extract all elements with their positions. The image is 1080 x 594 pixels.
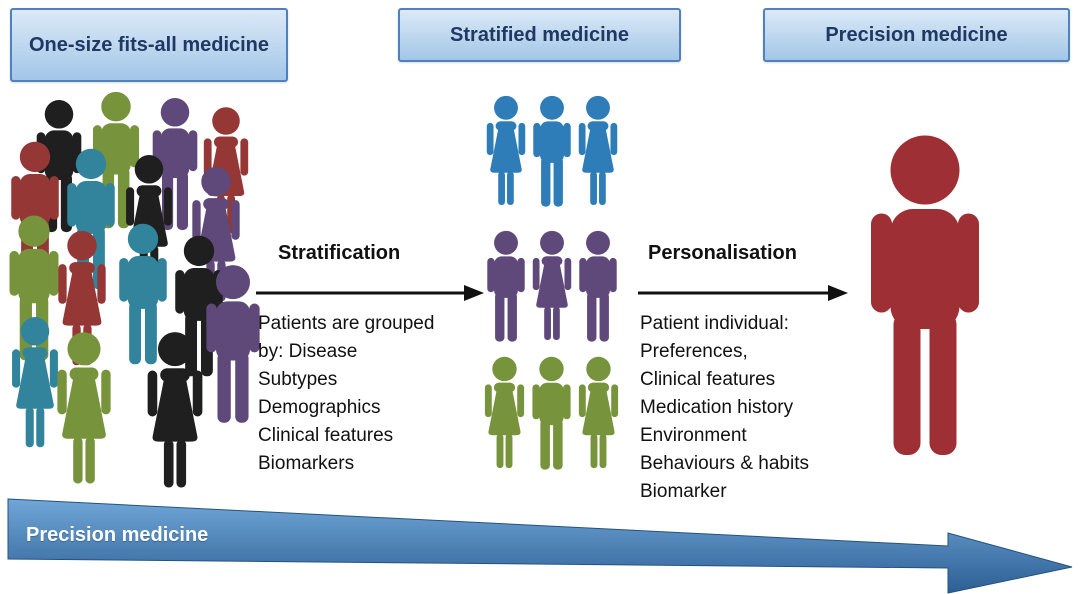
header-precision-medicine-label: Precision medicine bbox=[825, 23, 1008, 46]
text-line: Behaviours & habits bbox=[640, 453, 809, 474]
text-line: Medication history bbox=[640, 397, 794, 418]
person-icon-female bbox=[572, 92, 624, 212]
person-icon-male bbox=[525, 352, 578, 476]
header-stratified-medicine: Stratified medicine bbox=[398, 8, 681, 62]
header-one-size-fits-all-label: One-size fits-all medicine bbox=[28, 33, 270, 56]
text-line: Demographics bbox=[258, 397, 381, 418]
person-icon-male bbox=[110, 218, 176, 372]
person-icon-female bbox=[138, 330, 212, 494]
stratification-arrow bbox=[256, 285, 484, 301]
person-icon-female bbox=[184, 162, 248, 310]
person-icon-female bbox=[196, 106, 256, 238]
personalisation-arrow bbox=[638, 285, 848, 301]
person-icon-female bbox=[118, 150, 180, 294]
personalisation-label: Personalisation bbox=[648, 242, 797, 264]
person-icon-male bbox=[0, 212, 68, 366]
person-icon-female bbox=[48, 328, 120, 492]
text-line: Biomarkers bbox=[258, 453, 355, 474]
stratification-label: Stratification bbox=[278, 242, 401, 264]
person-icon-female bbox=[50, 224, 114, 376]
personalisation-description: Patient individual: Preferences, Clinical … bbox=[640, 310, 880, 506]
person-icon-male bbox=[28, 98, 90, 236]
person-icon-male bbox=[84, 90, 148, 232]
bottom-arrow-label: Precision medicine bbox=[26, 524, 209, 546]
text-line: Patient individual: bbox=[640, 313, 789, 334]
person-icon-male bbox=[2, 140, 68, 286]
text-line: Subtypes bbox=[258, 369, 338, 390]
person-icon-male bbox=[526, 92, 578, 212]
text-line: Biomarker bbox=[640, 481, 727, 502]
text-line: Preferences, bbox=[640, 341, 748, 362]
person-icon-female bbox=[572, 352, 625, 476]
text-line: by: Disease bbox=[258, 341, 358, 362]
text-line: Clinical features bbox=[258, 425, 394, 446]
header-one-size-fits-all: One-size fits-all medicine bbox=[10, 8, 288, 82]
person-icon-female bbox=[4, 308, 66, 460]
person-icon-male bbox=[166, 230, 232, 384]
person-icon-male bbox=[144, 96, 206, 234]
text-line: Patients are grouped bbox=[258, 313, 435, 334]
person-icon-female bbox=[526, 228, 578, 346]
header-precision-medicine: Precision medicine bbox=[763, 8, 1070, 62]
header-stratified-medicine-label: Stratified medicine bbox=[450, 23, 629, 46]
person-icon-male bbox=[58, 146, 124, 294]
text-line: Environment bbox=[640, 425, 747, 446]
person-icon-male bbox=[572, 228, 624, 346]
person-icon-female bbox=[480, 92, 532, 212]
text-line: Clinical features bbox=[640, 369, 776, 390]
